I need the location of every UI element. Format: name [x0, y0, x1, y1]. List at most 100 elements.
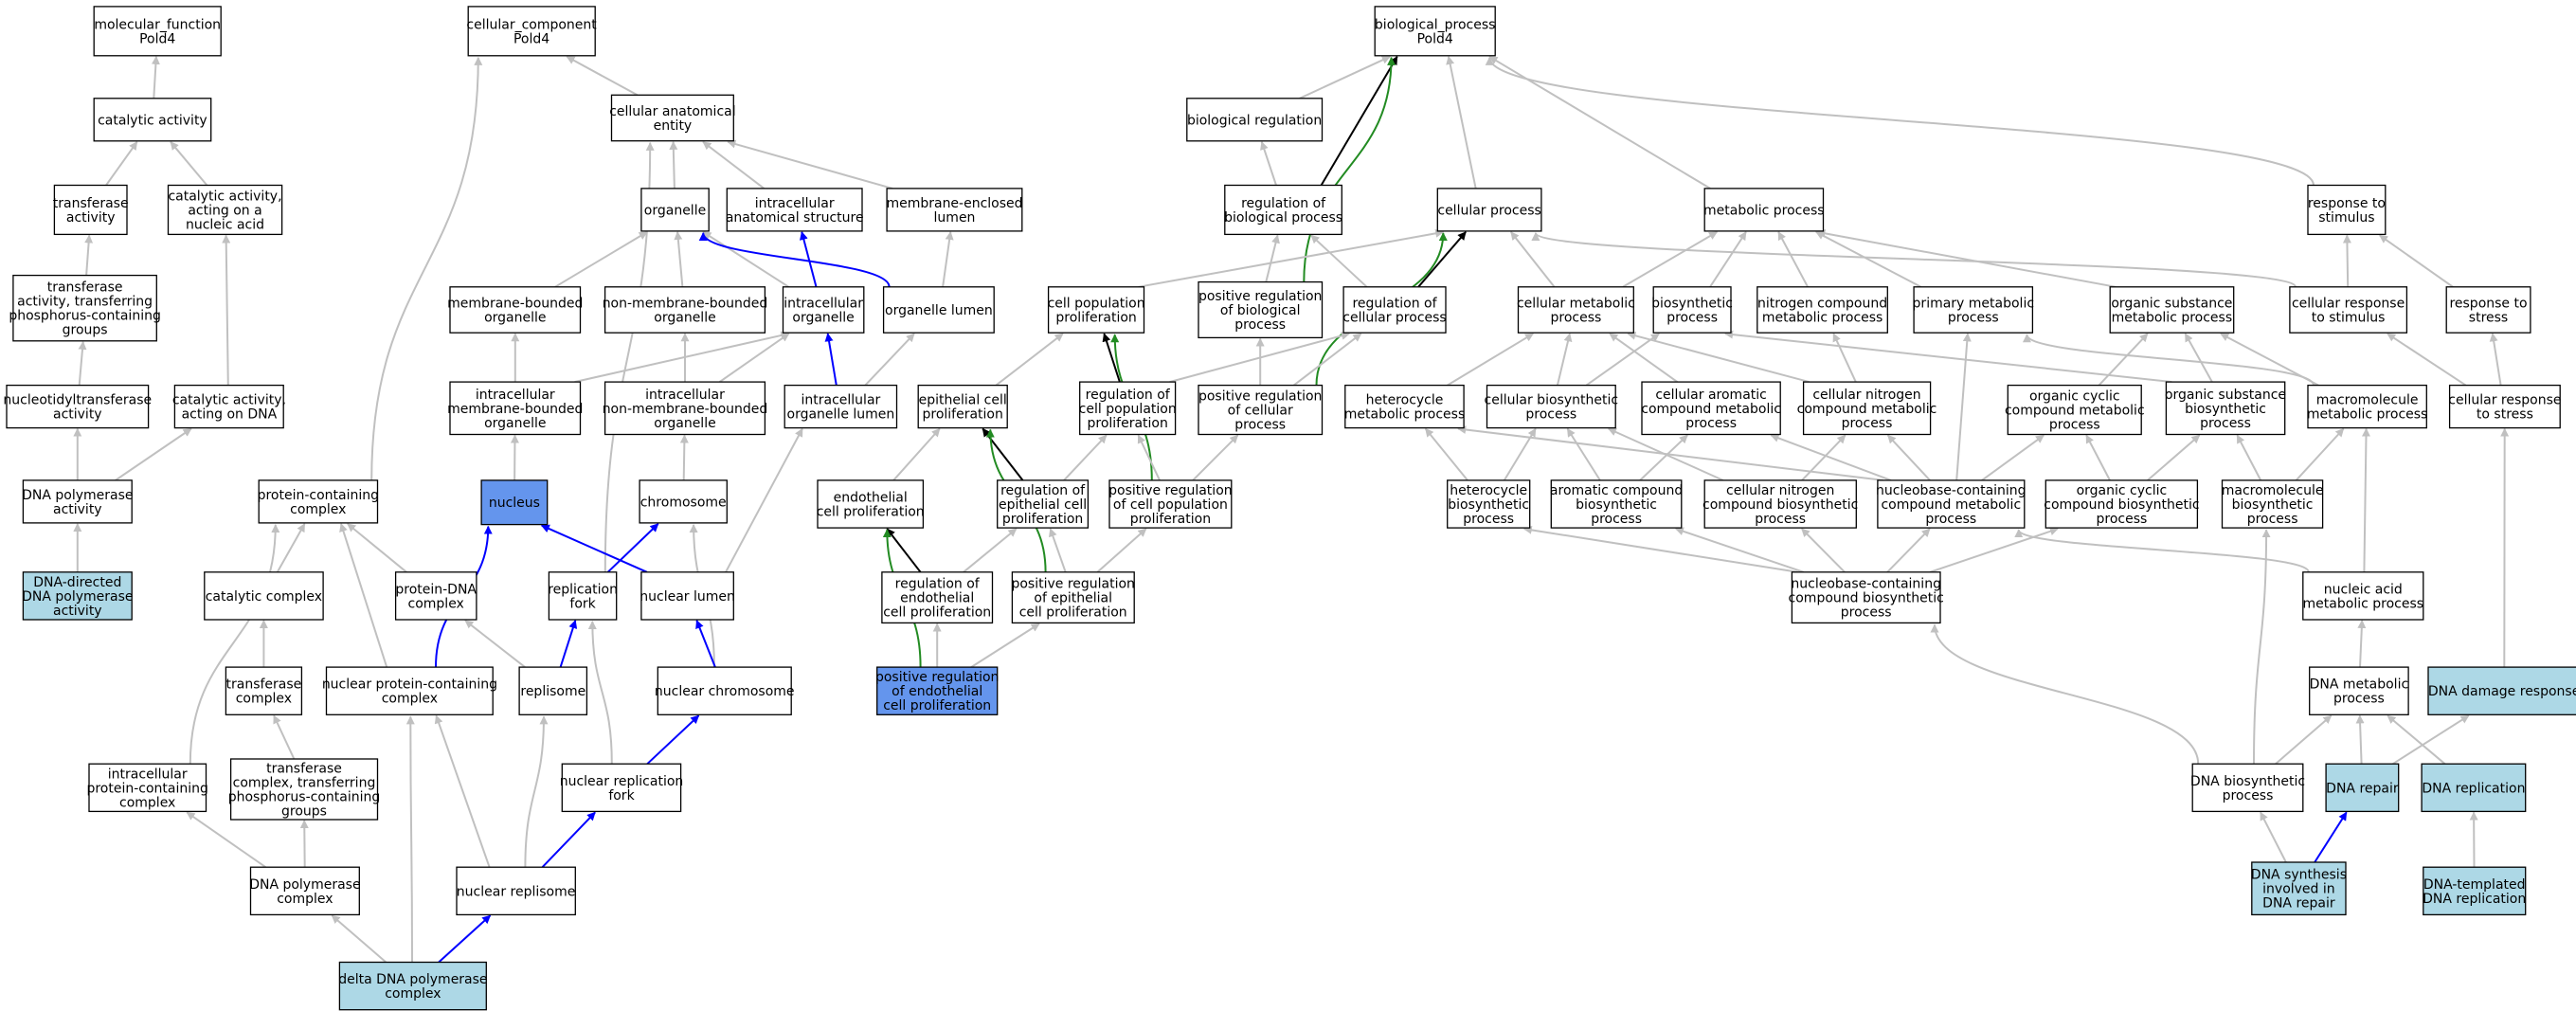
node-box[interactable]	[249, 866, 360, 916]
node-box[interactable]	[603, 381, 766, 436]
node-box[interactable]	[518, 666, 588, 715]
node-box[interactable]	[93, 98, 212, 142]
node-box[interactable]	[22, 571, 133, 621]
node-box[interactable]	[2165, 381, 2286, 436]
node-box[interactable]	[2307, 384, 2427, 429]
node-box[interactable]	[917, 384, 1008, 429]
node-box[interactable]	[88, 763, 207, 813]
node-box[interactable]	[1486, 384, 1616, 429]
go-term-node-dna-replication[interactable]: DNA replication	[2421, 763, 2527, 813]
node-box[interactable]	[817, 479, 925, 529]
node-box[interactable]	[173, 384, 284, 429]
node-box[interactable]	[2445, 286, 2531, 334]
node-box[interactable]	[2421, 763, 2527, 813]
node-box[interactable]	[93, 6, 222, 57]
go-term-node-intra-nonmem-org[interactable]: intracellularnon-membrane-boundedorganel…	[603, 381, 768, 436]
node-box[interactable]	[876, 666, 999, 715]
node-box[interactable]	[1756, 286, 1888, 334]
node-box[interactable]	[1186, 98, 1324, 142]
node-box[interactable]	[782, 286, 865, 334]
node-box[interactable]	[640, 571, 734, 621]
node-box[interactable]	[603, 286, 766, 334]
node-box[interactable]	[2221, 479, 2324, 529]
node-box[interactable]	[548, 571, 618, 621]
node-box[interactable]	[657, 666, 792, 715]
node-box[interactable]	[2191, 763, 2304, 813]
go-term-node-cellular-process[interactable]: cellular process	[1436, 188, 1542, 232]
node-box[interactable]	[2325, 763, 2400, 813]
node-box[interactable]	[2423, 866, 2527, 916]
node-box[interactable]	[1436, 188, 1542, 232]
node-box[interactable]	[2007, 384, 2142, 436]
node-box[interactable]	[882, 286, 995, 334]
node-box[interactable]	[2109, 286, 2235, 334]
go-term-node-chromosome[interactable]: chromosome	[639, 479, 728, 524]
node-box[interactable]	[561, 763, 682, 813]
go-term-node-catalytic-complex[interactable]: catalytic complex	[204, 571, 324, 621]
node-box[interactable]	[1198, 280, 1324, 339]
node-box[interactable]	[338, 961, 487, 1011]
node-box[interactable]	[167, 184, 283, 236]
node-box[interactable]	[325, 666, 494, 715]
node-box[interactable]	[1791, 571, 1941, 624]
node-box[interactable]	[2427, 666, 2576, 715]
node-box[interactable]	[1108, 479, 1233, 529]
node-box[interactable]	[22, 479, 133, 524]
node-box[interactable]	[53, 184, 128, 236]
node-box[interactable]	[2307, 184, 2387, 236]
node-box[interactable]	[639, 479, 728, 524]
node-box[interactable]	[1374, 6, 1496, 57]
go-term-node-nuclear-chromosome[interactable]: nuclear chromosome	[655, 666, 795, 715]
go-term-node-dna-repair[interactable]: DNA repair	[2325, 763, 2400, 813]
go-term-node-nucleus[interactable]: nucleus	[480, 479, 549, 526]
node-box[interactable]	[1079, 381, 1177, 436]
node-box[interactable]	[449, 381, 582, 436]
node-box[interactable]	[1877, 479, 2026, 529]
node-box[interactable]	[1802, 381, 1932, 436]
node-box[interactable]	[2448, 384, 2561, 429]
go-term-node-nuclear-replisome[interactable]: nuclear replisome	[456, 866, 576, 916]
